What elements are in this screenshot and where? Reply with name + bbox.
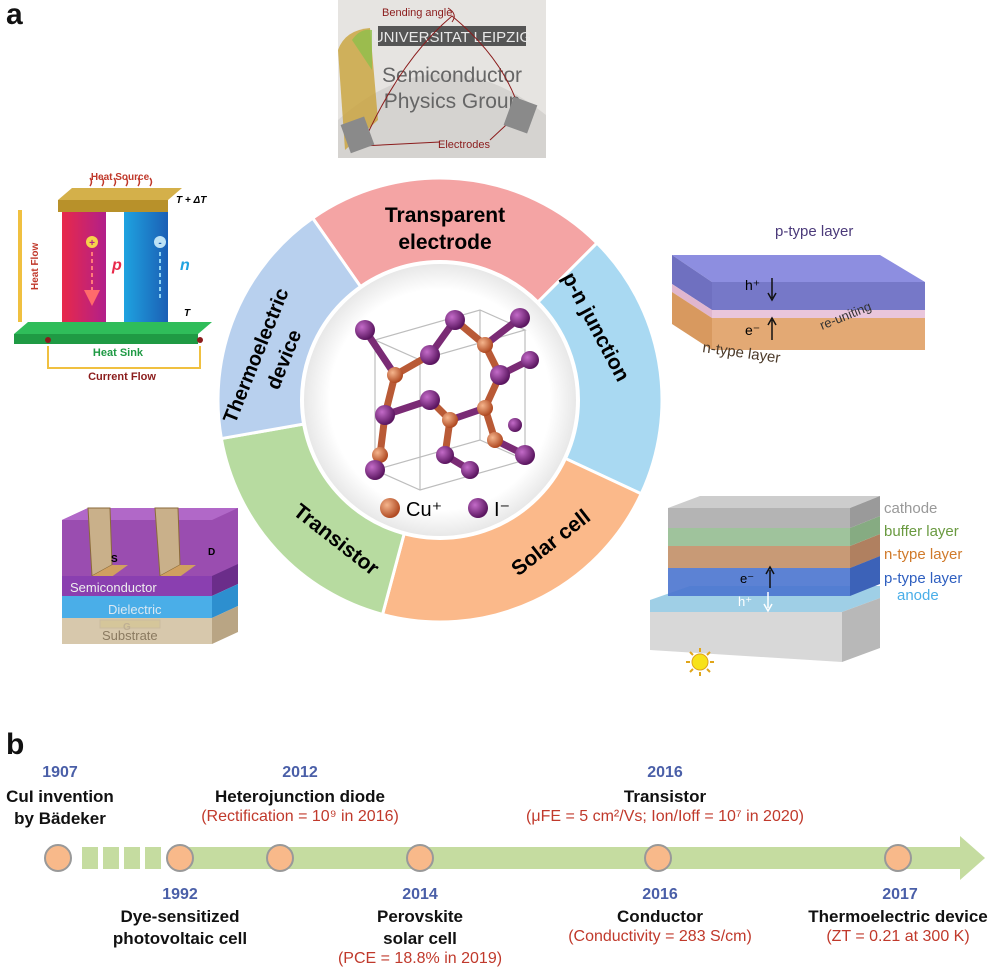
svg-text:-: - <box>158 238 161 249</box>
event-2016-transistor-year: 2016 <box>647 764 683 781</box>
event-2017-title: Thermoelectric device <box>808 907 988 926</box>
n-type-leg-label: n <box>180 257 190 274</box>
t-label: T <box>184 308 191 319</box>
event-2017-detail: (ZT = 0.21 at 300 K) <box>826 928 970 945</box>
pn-junction-diagram: p-type layer h⁺ e⁻ re-uniting n-type lay… <box>672 223 925 367</box>
t-plus-delta-label: T + ΔT <box>176 195 207 206</box>
transistor-drain-label: D <box>208 547 215 558</box>
solar-anode-label: anode <box>897 587 939 604</box>
solar-cell-diagram: cathode buffer layer n-type layer p-type… <box>650 496 962 676</box>
event-2012-detail: (Rectification = 10⁹ in 2016) <box>201 808 399 825</box>
transistor-substrate-label: Substrate <box>102 628 158 643</box>
event-2014-year: 2014 <box>402 886 438 903</box>
panel-label-b: b <box>6 728 25 761</box>
solar-cathode-label: cathode <box>884 500 937 517</box>
solar-n-type-label: n-type layer <box>884 546 962 563</box>
solar-hole-label: h⁺ <box>738 594 752 609</box>
timeline-node-1907 <box>44 844 72 872</box>
event-2014-detail: (PCE = 18.8% in 2019) <box>337 950 503 967</box>
event-2016-conductor-title: Conductor <box>617 907 703 926</box>
thermoelectric-device-diagram: Heat Source T + ΔT + - p n T Heat Sink H… <box>14 172 212 383</box>
transparent-electrode-photo: UNIVERSITAT LEIPZIG Semiconductor Physic… <box>338 0 546 158</box>
event-2012-year: 2012 <box>282 764 318 781</box>
sun-icon <box>686 648 714 676</box>
photo-electrodes-label: Electrodes <box>438 139 490 151</box>
pn-p-type-label: p-type layer <box>775 223 853 240</box>
solar-buffer-label: buffer layer <box>884 523 959 540</box>
event-1992-year: 1992 <box>162 886 198 903</box>
photo-bending-angle-label: Bending angle <box>382 7 452 19</box>
legend-i-label: I⁻ <box>494 499 510 521</box>
heat-waves-icon <box>89 177 153 187</box>
photo-text-line2: Physics Group <box>384 90 521 113</box>
timeline-node-2012 <box>266 844 294 872</box>
heat-sink-label: Heat Sink <box>93 347 144 359</box>
cui-atoms <box>355 308 539 480</box>
event-1907-year: 1907 <box>42 764 78 781</box>
legend-cu-label: Cu⁺ <box>406 499 442 521</box>
transistor-diagram: S D Semiconductor Dielectric G Substrate <box>62 507 238 644</box>
pn-electron-label: e⁻ <box>745 322 760 338</box>
svg-text:+: + <box>89 238 95 249</box>
event-2012-title: Heterojunction diode <box>215 787 385 806</box>
panel-label-a: a <box>6 0 23 31</box>
heat-source-label: Heat Source <box>91 172 150 183</box>
p-type-leg-label: p <box>111 257 122 274</box>
current-flow-label: Current Flow <box>88 371 156 383</box>
legend-i-marker <box>468 498 488 518</box>
heat-flow-label: Heat Flow <box>30 243 41 290</box>
timeline-node-1992 <box>166 844 194 872</box>
ring-label-transparent-2: electrode <box>398 231 491 254</box>
timeline-dash-1 <box>82 847 98 869</box>
timeline-dash-3 <box>124 847 140 869</box>
timeline-dash-2 <box>103 847 119 869</box>
timeline-svg <box>44 836 985 880</box>
timeline-arrowhead <box>960 836 985 880</box>
panel-a-diagram: Transparent electrode p-n junction Solar… <box>14 0 962 676</box>
event-2016-transistor-title: Transistor <box>623 787 707 806</box>
timeline-dash-4 <box>145 847 161 869</box>
pn-hole-label: h⁺ <box>745 277 760 293</box>
transistor-dielectric-label: Dielectric <box>108 602 162 617</box>
legend-cu-marker <box>380 498 400 518</box>
transistor-semiconductor-label: Semiconductor <box>70 580 157 595</box>
photo-text-line1: Semiconductor <box>382 64 522 87</box>
transistor-source-label: S <box>111 554 118 565</box>
event-2017-year: 2017 <box>882 886 918 903</box>
event-2016-conductor-year: 2016 <box>642 886 678 903</box>
event-2016-conductor-detail: (Conductivity = 283 S/cm) <box>568 928 752 945</box>
event-2016-transistor-detail: (μFE = 5 cm²/Vs; Ion/Ioff = 10⁷ in 2020) <box>526 808 804 825</box>
ring-label-transparent-1: Transparent <box>385 204 505 227</box>
solar-p-type-label: p-type layer <box>884 570 962 587</box>
photo-banner-text: UNIVERSITAT LEIPZIG <box>373 29 531 46</box>
timeline-node-2017 <box>884 844 912 872</box>
timeline-node-2016 <box>644 844 672 872</box>
timeline-bar <box>185 847 963 869</box>
timeline-node-2014 <box>406 844 434 872</box>
solar-electron-label: e⁻ <box>740 571 754 586</box>
